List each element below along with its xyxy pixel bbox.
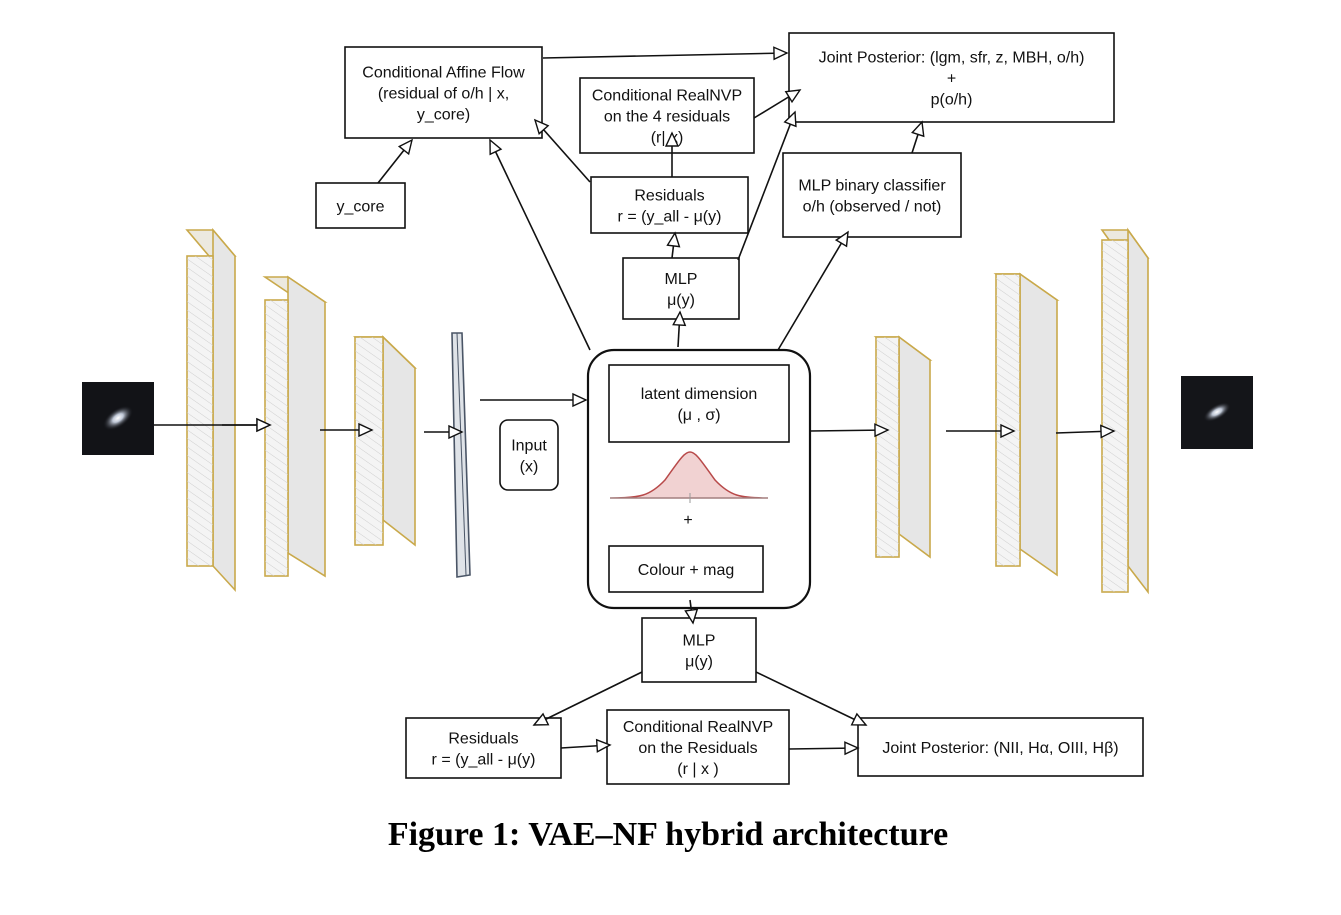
latent-dimension-box-frame — [608, 364, 790, 443]
decoder-layer-2 — [993, 272, 1060, 577]
conditional-realnvp-top-box-label-0: Conditional RealNVP — [592, 88, 742, 105]
y-core-box-label-0: y_core — [336, 199, 384, 216]
arrow-mlp-to-joint-bottom — [755, 671, 868, 726]
conditional-realnvp-bottom-box-frame — [606, 709, 790, 785]
mlp-binary-classifier-box-label-0: MLP binary classifier — [798, 178, 946, 195]
residuals-top-box-label-1: r = (y_all - μ(y) — [618, 209, 722, 226]
arrow-latent-to-mlp-bottom — [684, 599, 699, 625]
conditional-realnvp-top-box-label-1: on the 4 residuals — [604, 109, 730, 126]
conditional-affine-flow-box-label-0: Conditional Affine Flow — [362, 65, 525, 82]
y-core-box-frame — [315, 182, 406, 229]
arrow-enc1-to-enc2 — [222, 417, 272, 433]
residuals-top-box-label-0: Residuals — [634, 188, 704, 205]
mlp-top-box-frame — [622, 257, 740, 320]
residuals-bottom-box-label-0: Residuals — [448, 731, 518, 748]
input-galaxy-image — [82, 382, 154, 455]
arrow-realnvp-to-joint-bottom — [788, 741, 860, 756]
joint-posterior-top-box-label-1: + — [947, 71, 956, 88]
arrow-mlp-to-joint — [737, 110, 797, 261]
encoder-bottleneck — [451, 332, 471, 578]
residuals-top-box-frame — [590, 176, 749, 234]
conditional-affine-flow-box-label-1: (residual of o/h | x, — [378, 86, 509, 103]
colour-mag-box-frame — [608, 545, 764, 593]
figure-caption: Figure 1: VAE–NF hybrid architecture — [388, 816, 948, 853]
conditional-affine-flow-box: Conditional Affine Flow (residual of o/h … — [344, 46, 543, 139]
latent-dimension-box: latent dimension (μ , σ) — [608, 364, 790, 443]
colour-mag-box: Colour + mag — [608, 545, 764, 593]
encoder-layer-3 — [353, 335, 417, 547]
encoder-layer-1 — [185, 227, 237, 593]
input-box-frame — [499, 419, 559, 491]
mlp-binary-classifier-box-label-1: o/h (observed / not) — [803, 199, 942, 216]
residuals-bottom-box: Residuals r = (y_all - μ(y) — [405, 717, 562, 779]
mlp-top-box-label-0: MLP — [665, 271, 698, 288]
arrow-latent-to-classifier — [777, 230, 849, 351]
arrow-latent-to-mlp — [672, 310, 687, 348]
mlp-bottom-box-label-1: μ(y) — [685, 654, 713, 671]
arrow-latent-to-affine — [489, 138, 591, 351]
residuals-bottom-box-label-1: r = (y_all - μ(y) — [432, 752, 536, 769]
input-box-label-1: (x) — [520, 459, 539, 476]
arrow-mlp-to-residuals — [666, 231, 681, 259]
residuals-top-box: Residuals r = (y_all - μ(y) — [590, 176, 749, 234]
latent-dimension-box-label-0: latent dimension — [641, 386, 758, 403]
plus-sign: + — [683, 512, 692, 529]
arrow-affine-to-joint — [542, 46, 789, 61]
decoder-layer-3 — [1100, 227, 1150, 595]
colour-mag-box-label-0: Colour + mag — [638, 562, 735, 579]
conditional-realnvp-bottom-box-label-1: on the Residuals — [638, 740, 757, 757]
joint-posterior-top-box: Joint Posterior: (lgm, sfr, z, MBH, o/h)… — [788, 32, 1115, 123]
arrow-residuals-to-realnvp-bottom — [560, 738, 612, 753]
joint-posterior-top-box-label-0: Joint Posterior: (lgm, sfr, z, MBH, o/h) — [819, 50, 1085, 67]
conditional-realnvp-bottom-box-label-2: (r | x ) — [677, 761, 718, 778]
mlp-bottom-box-frame — [641, 617, 757, 683]
arrow-residuals-to-affine — [533, 118, 591, 183]
mlp-top-box-label-1: μ(y) — [667, 292, 695, 309]
gaussian-distribution-icon — [609, 451, 769, 503]
arrow-realnvp-to-joint — [753, 89, 802, 119]
input-box-label-0: Input — [511, 438, 547, 455]
joint-posterior-bottom-box: Joint Posterior: (NII, Hα, OIII, Hβ) — [857, 717, 1144, 777]
conditional-realnvp-bottom-box-label-0: Conditional RealNVP — [623, 719, 773, 736]
conditional-affine-flow-box-frame — [344, 46, 543, 139]
joint-posterior-top-box-frame — [788, 32, 1115, 123]
mlp-top-box: MLP μ(y) — [622, 257, 740, 320]
arrow-ycore-to-affine — [377, 138, 414, 184]
joint-posterior-bottom-box-label-0: Joint Posterior: (NII, Hα, OIII, Hβ) — [882, 740, 1118, 757]
conditional-realnvp-top-box-frame — [579, 77, 755, 154]
arrow-mlp-to-residuals-bottom — [532, 671, 643, 726]
arrow-dec2-to-dec3 — [1055, 424, 1116, 439]
conditional-realnvp-bottom-box: Conditional RealNVP on the Residuals (r | … — [606, 709, 790, 785]
arrow-enc3-to-bottleneck — [424, 424, 464, 440]
latent-container — [586, 348, 812, 610]
arrow-classifier-to-joint — [911, 120, 925, 154]
input-box: Input (x) — [499, 419, 559, 491]
joint-posterior-bottom-box-frame — [857, 717, 1144, 777]
output-galaxy-image — [1181, 376, 1253, 449]
latent-dimension-box-label-1: (μ , σ) — [677, 407, 720, 424]
y-core-box: y_core — [315, 182, 406, 229]
arrow-enc2-to-enc3 — [320, 422, 374, 438]
mlp-binary-classifier-box-frame — [782, 152, 962, 238]
mlp-bottom-box: MLP μ(y) — [641, 617, 757, 683]
arrow-bottleneck-to-latent — [480, 392, 588, 408]
decoder-layer-1 — [873, 335, 933, 559]
arrow-dec1-to-dec2 — [946, 423, 1016, 439]
arrow-residuals-to-realnvp — [664, 131, 680, 177]
arrow-latent-to-dec1 — [809, 423, 890, 438]
conditional-affine-flow-box-label-2: y_core) — [417, 107, 470, 124]
mlp-bottom-box-label-0: MLP — [683, 633, 716, 650]
encoder-layer-2 — [262, 275, 328, 578]
mlp-binary-classifier-box: MLP binary classifier o/h (observed / not… — [782, 152, 962, 238]
residuals-bottom-box-frame — [405, 717, 562, 779]
joint-posterior-top-box-label-2: p(o/h) — [931, 92, 973, 109]
